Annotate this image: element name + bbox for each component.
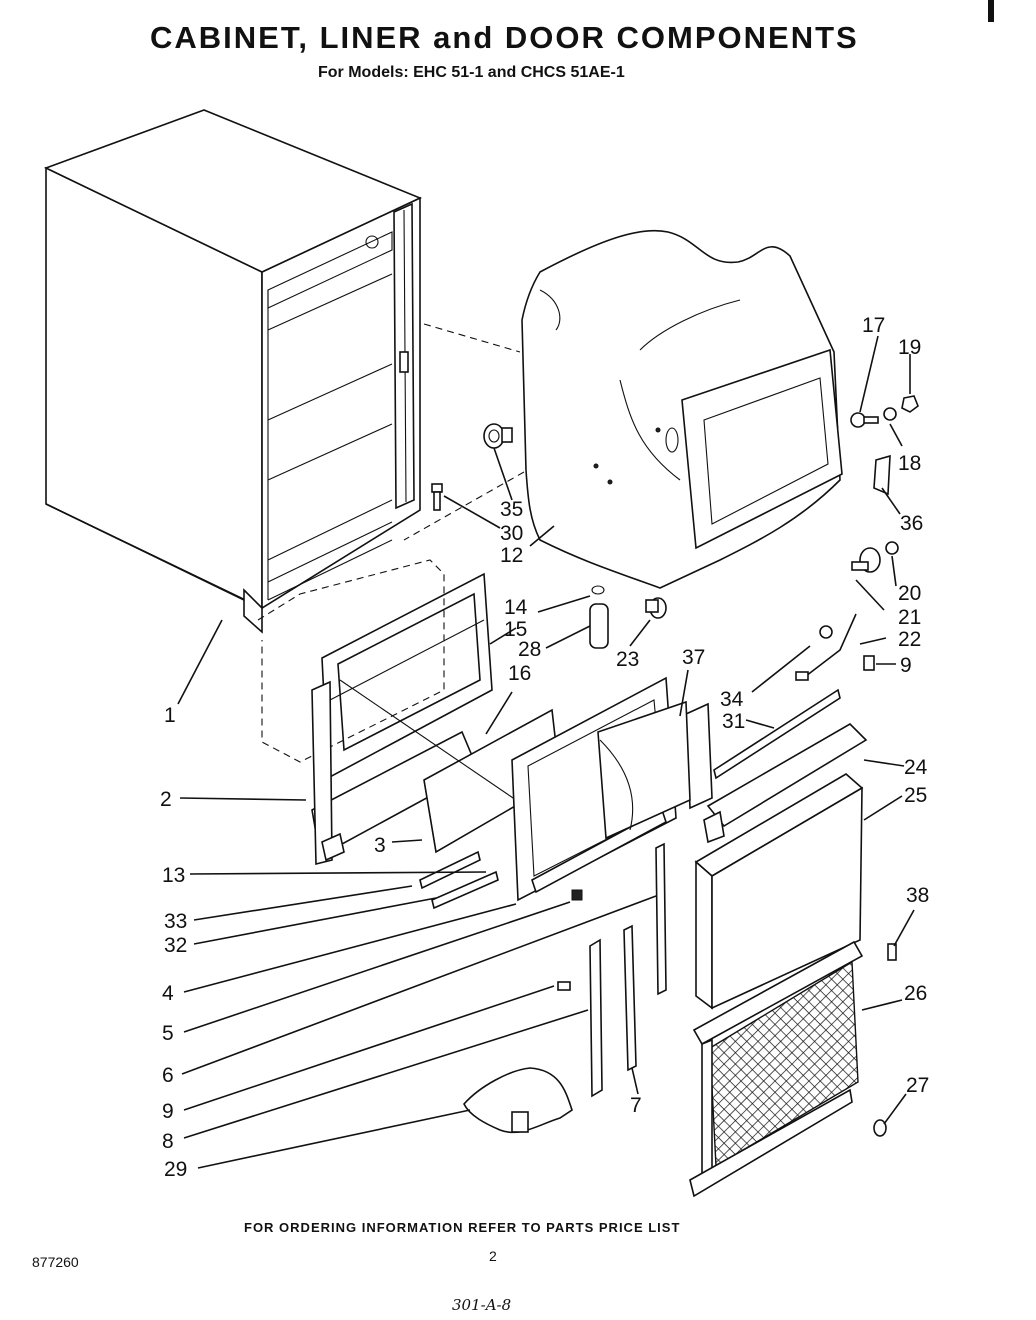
callout-17: 17 <box>862 314 885 337</box>
callout-37: 37 <box>682 646 705 669</box>
page-title: CABINET, LINER and DOOR COMPONENTS <box>150 20 859 55</box>
door-rail-24 <box>703 723 868 844</box>
callout-3: 3 <box>374 834 386 857</box>
callout-27: 27 <box>906 1074 929 1097</box>
grille-26 <box>689 940 864 1198</box>
callout-14: 14 <box>504 596 528 619</box>
hinge-hardware <box>795 395 919 681</box>
callout-33: 33 <box>164 910 187 933</box>
callout-23: 23 <box>616 648 639 671</box>
grommet-35 <box>483 423 513 449</box>
callout-13: 13 <box>162 864 185 887</box>
callout-9-lower: 9 <box>162 1100 174 1123</box>
callout-35: 35 <box>500 498 523 521</box>
callout-22: 22 <box>898 628 921 651</box>
callout-20: 20 <box>898 582 921 605</box>
callout-12: 12 <box>500 544 523 567</box>
callout-16: 16 <box>508 662 531 685</box>
callout-28: 28 <box>518 638 541 661</box>
drain-parts <box>589 585 667 649</box>
callout-24: 24 <box>904 756 928 779</box>
callout-30: 30 <box>500 522 523 545</box>
leader-lines <box>177 335 915 1169</box>
callout-4: 4 <box>162 982 174 1005</box>
door-panel-25 <box>694 773 864 1010</box>
callout-26: 26 <box>904 982 927 1005</box>
callout-1: 1 <box>164 704 176 727</box>
callout-2: 2 <box>160 788 172 811</box>
callout-18: 18 <box>898 452 921 475</box>
callout-32: 32 <box>164 934 187 957</box>
callout-7: 7 <box>630 1094 642 1117</box>
callout-38: 38 <box>906 884 929 907</box>
callout-21: 21 <box>898 606 921 629</box>
cabinet <box>43 109 422 634</box>
callout-9-upper: 9 <box>900 654 912 677</box>
panel-2 <box>311 680 480 866</box>
callout-6: 6 <box>162 1064 174 1087</box>
callout-5: 5 <box>162 1022 174 1045</box>
handwritten-note: 301-A-8 <box>452 1296 512 1314</box>
page-number: 2 <box>489 1248 497 1264</box>
door-hardware <box>463 842 897 1137</box>
callout-36: 36 <box>900 512 923 535</box>
strip-31 <box>713 688 841 780</box>
callout-31: 31 <box>722 710 745 733</box>
callout-8: 8 <box>162 1130 174 1153</box>
callout-29: 29 <box>164 1158 187 1181</box>
corner-registration-mark <box>988 0 994 22</box>
callout-34: 34 <box>720 688 744 711</box>
door-frame-37 <box>597 700 713 840</box>
screw-30 <box>431 483 443 511</box>
callout-19: 19 <box>898 336 921 359</box>
callout-15: 15 <box>504 618 527 641</box>
liner <box>521 229 843 589</box>
model-subtitle: For Models: EHC 51-1 and CHCS 51AE-1 <box>318 64 625 81</box>
callout-labels: 17 19 18 36 20 21 22 9 34 31 37 24 25 38… <box>160 314 929 1181</box>
document-number: 877260 <box>32 1254 79 1270</box>
ordering-note: FOR ORDERING INFORMATION REFER TO PARTS … <box>244 1220 681 1235</box>
callout-25: 25 <box>904 784 927 807</box>
